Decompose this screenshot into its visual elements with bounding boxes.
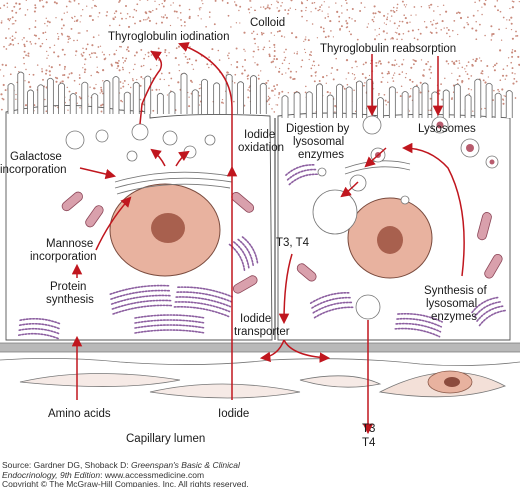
source-line1: Source: Gardner DG, Shoback D: Greenspan…: [2, 460, 241, 470]
golgi-right: [344, 160, 411, 175]
label-protein-synthesis-line1: Protein: [50, 281, 86, 293]
label-galactose-line2: incorporation: [0, 164, 66, 176]
label-t3-bottom: T3: [362, 423, 375, 435]
microvilli: [7, 71, 513, 118]
label-galactose-line1: Galactose: [10, 151, 62, 163]
label-protein-synthesis-line2: synthesis: [46, 294, 94, 306]
arrow-lyso-to-vesicle: [364, 147, 387, 168]
arrow-synthesis-lyso: [401, 142, 465, 277]
labels: Colloid Thyroglobulin iodination Thyrogl…: [0, 17, 487, 449]
source-line3: Copyright © The McGraw-Hill Companies, I…: [2, 479, 249, 487]
arrow-golgi-vesicle-1: [150, 148, 166, 167]
label-iodide: Iodide: [218, 408, 249, 420]
golgi-left: [114, 171, 233, 195]
arrow-galactose: [79, 167, 117, 180]
vesicles: [65, 115, 410, 235]
basal-pit: [355, 294, 381, 320]
label-t4-bottom: T4: [362, 437, 376, 449]
arrow-mannose-to-golgi: [95, 196, 132, 251]
label-digestion-line3: enzymes: [298, 149, 344, 161]
mitochondria: [61, 191, 503, 294]
arrow-release-right: [283, 339, 331, 363]
arrow-t3t4-down: [278, 253, 293, 325]
arrow-golgi-vesicle-2: [175, 150, 190, 167]
left-nucleus: [109, 183, 221, 277]
label-iodide-oxidation-line1: Iodide: [244, 129, 275, 141]
label-capillary-lumen: Capillary lumen: [126, 433, 205, 445]
label-iodide-transporter-line1: Iodide: [240, 313, 271, 325]
label-synthesis-lysosomal-line2: lysosomal: [426, 298, 477, 310]
label-thyroglobulin-reabsorption: Thyroglobulin reabsorption: [320, 43, 456, 55]
label-colloid: Colloid: [250, 17, 285, 29]
arrow-release-left: [259, 339, 285, 363]
label-thyroglobulin-iodination: Thyroglobulin iodination: [108, 31, 229, 43]
arrow-to-colloid-iodination: [139, 50, 163, 125]
label-t3-t4: T3, T4: [276, 237, 310, 249]
colloid-region: [0, 0, 520, 113]
source-credit: Source: Gardner DG, Shoback D: Greenspan…: [2, 460, 249, 487]
label-amino-acids: Amino acids: [48, 408, 111, 420]
label-iodide-oxidation-line2: oxidation: [238, 142, 284, 154]
label-iodide-transporter-line2: transporter: [234, 326, 290, 338]
rough-er: [17, 164, 507, 340]
pathway-arrows: [71, 42, 465, 435]
label-synthesis-lysosomal-line3: enzymes: [431, 311, 477, 323]
label-lysosomes: Lysosomes: [418, 123, 476, 135]
arrow-iodide-oxidation: [178, 42, 233, 168]
label-mannose-line2: incorporation: [30, 251, 96, 263]
label-digestion-line1: Digestion by: [286, 123, 350, 135]
label-digestion-line2: lysosomal: [293, 136, 344, 148]
right-nucleus: [347, 197, 433, 279]
label-synthesis-lysosomal-line1: Synthesis of: [424, 285, 487, 297]
label-mannose-line1: Mannose: [46, 238, 93, 250]
capillary-endothelium: [19, 370, 506, 399]
basement-membrane: [0, 342, 520, 366]
source-line2: Endocrinology, 9th Edition: www.accessme…: [2, 470, 204, 480]
arrow-vesicle-to-digest: [340, 181, 359, 198]
